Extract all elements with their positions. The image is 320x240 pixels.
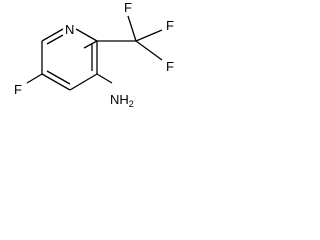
atom-label-cf3-f-bottom: F xyxy=(166,59,174,74)
amine-subscript: 2 xyxy=(129,99,134,109)
pyridine-ring xyxy=(41,28,98,91)
bond-n1-c2 xyxy=(83,40,98,49)
bond-n1-right xyxy=(75,28,98,42)
bond-cf3-f-bottom xyxy=(135,40,163,61)
atom-label-fluoro-5: F xyxy=(14,82,22,97)
atom-label-ring-nitrogen: N xyxy=(65,22,74,37)
bond-cf3-f-right xyxy=(135,29,163,42)
atom-label-cf3-f-right: F xyxy=(166,18,174,33)
chemical-structure: N F NH2 F F F xyxy=(14,0,174,109)
amine-nh-text: NH xyxy=(110,92,129,107)
bond-c5-f xyxy=(26,73,43,84)
atom-label-amine: NH2 xyxy=(110,92,134,109)
structure-canvas: N F NH2 F F F xyxy=(0,0,188,140)
bond-c4-c5-inner xyxy=(46,70,71,85)
substituent-bonds xyxy=(26,15,163,84)
bond-c3-nh2 xyxy=(96,73,113,84)
bond-c6-n1 xyxy=(41,28,64,42)
bond-cf3-f-top xyxy=(127,15,137,42)
atom-label-cf3-f-top: F xyxy=(124,0,132,15)
bond-c4-c5 xyxy=(41,73,71,91)
bond-c6-n1-inner xyxy=(46,34,64,45)
atom-labels: N F NH2 F F F xyxy=(14,0,174,109)
bond-c3-c4 xyxy=(69,73,98,91)
